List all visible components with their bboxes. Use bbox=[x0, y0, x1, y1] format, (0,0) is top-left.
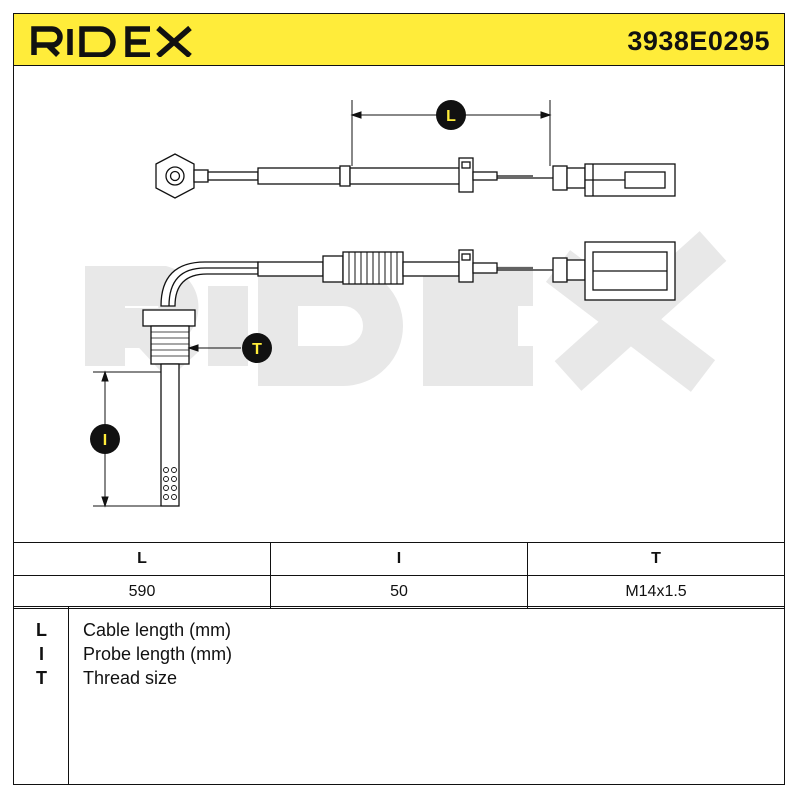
legend-key: I bbox=[38, 644, 44, 664]
legend: L Cable length (mm) I Probe length (mm) … bbox=[13, 606, 785, 785]
legend-item: I Probe length (mm) bbox=[14, 644, 786, 668]
marker-I-label: I bbox=[103, 432, 107, 449]
spec-value-T: M14x1.5 bbox=[527, 575, 785, 609]
legend-description: Probe length (mm) bbox=[83, 644, 233, 664]
spec-value-I: 50 bbox=[270, 575, 528, 609]
spec-value-L: 590 bbox=[13, 575, 271, 609]
sensor-drawing: L bbox=[85, 100, 727, 508]
sensor-bent-view bbox=[142, 241, 676, 507]
header-bar: 3938E0295 bbox=[13, 13, 785, 66]
marker-L bbox=[436, 100, 466, 130]
spec-table: L I T 590 50 M14x1.5 bbox=[13, 542, 785, 609]
marker-I bbox=[90, 424, 120, 454]
sensor-top-view bbox=[155, 153, 676, 199]
spec-header-row: L I T bbox=[13, 542, 785, 576]
spec-value-row: 590 50 M14x1.5 bbox=[13, 575, 785, 609]
spec-header-L: L bbox=[13, 542, 271, 576]
dimension-T bbox=[187, 344, 241, 352]
part-number: 3938E0295 bbox=[627, 26, 770, 56]
spec-header-T: T bbox=[527, 542, 785, 576]
marker-L-label: L bbox=[446, 108, 456, 125]
legend-description: Thread size bbox=[83, 668, 178, 688]
legend-description: Cable length (mm) bbox=[83, 620, 232, 640]
legend-key: L bbox=[36, 620, 47, 640]
legend-key-column bbox=[14, 607, 69, 784]
ridex-logo bbox=[31, 25, 192, 57]
legend-item: T Thread size bbox=[14, 668, 786, 692]
marker-T-label: T bbox=[252, 341, 262, 358]
spec-header-I: I bbox=[270, 542, 528, 576]
hex-nut-bent bbox=[142, 309, 196, 327]
probe bbox=[160, 363, 180, 507]
legend-item: L Cable length (mm) bbox=[14, 620, 786, 644]
marker-T bbox=[242, 333, 272, 363]
legend-key: T bbox=[36, 668, 47, 688]
